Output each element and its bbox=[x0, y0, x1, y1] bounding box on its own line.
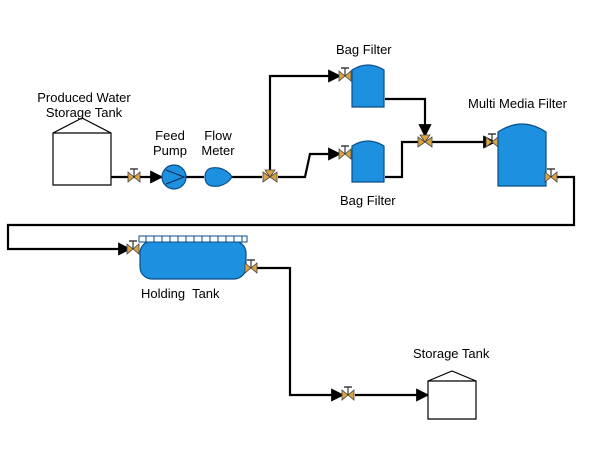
flow-meter-label-line1: Flow bbox=[204, 128, 232, 143]
pipe-split-up bbox=[268, 69, 342, 170]
three-way-valve-icon bbox=[262, 169, 278, 183]
gate-valve-icon bbox=[126, 240, 140, 255]
flow-meter-icon bbox=[204, 167, 233, 187]
holding-tank-label: Holding Tank bbox=[141, 286, 220, 301]
storage-tank bbox=[427, 370, 477, 420]
gate-valve-icon bbox=[544, 168, 558, 183]
holding-tank bbox=[138, 235, 248, 280]
multi-media-filter-label: Multi Media Filter bbox=[468, 96, 567, 111]
centrifugal-pump-icon bbox=[161, 164, 187, 190]
bag-filter-top bbox=[351, 64, 385, 108]
bag-filter-bottom-label: Bag Filter bbox=[340, 193, 396, 208]
produced-water-tank-label-line2: Storage Tank bbox=[45, 105, 123, 120]
flow-meter-label-line2: Meter bbox=[201, 143, 235, 158]
pipe-bagbottom-out bbox=[385, 140, 418, 179]
piping bbox=[6, 69, 576, 402]
bag-filter-bottom bbox=[351, 140, 385, 183]
three-way-valve-icon bbox=[417, 134, 433, 148]
pipe-mmf-out bbox=[6, 175, 576, 256]
gate-valve-icon bbox=[485, 133, 499, 148]
pipe-holding-out bbox=[253, 266, 345, 402]
pipe-split-down bbox=[278, 147, 342, 179]
gate-valve-icon bbox=[244, 259, 258, 274]
feed-pump-label: Feed Pump bbox=[150, 128, 190, 158]
gate-valve-icon bbox=[338, 145, 352, 160]
feed-pump-label-line1: Feed bbox=[155, 128, 185, 143]
storage-tank-label: Storage Tank bbox=[413, 346, 490, 361]
flow-meter-label: Flow Meter bbox=[196, 128, 240, 158]
bag-filter-top-label: Bag Filter bbox=[336, 42, 392, 57]
multi-media-filter bbox=[497, 123, 547, 187]
gate-valve-icon bbox=[341, 386, 355, 401]
feed-pump-label-line2: Pump bbox=[153, 143, 187, 158]
gate-valve-icon bbox=[127, 168, 141, 183]
gate-valve-icon bbox=[338, 67, 352, 82]
produced-water-tank-label-line1: Produced Water bbox=[37, 90, 131, 105]
produced-water-tank-label: Produced Water Storage Tank bbox=[32, 90, 136, 120]
pipe-bagtop-out bbox=[385, 97, 432, 138]
produced-water-storage-tank bbox=[52, 117, 112, 186]
